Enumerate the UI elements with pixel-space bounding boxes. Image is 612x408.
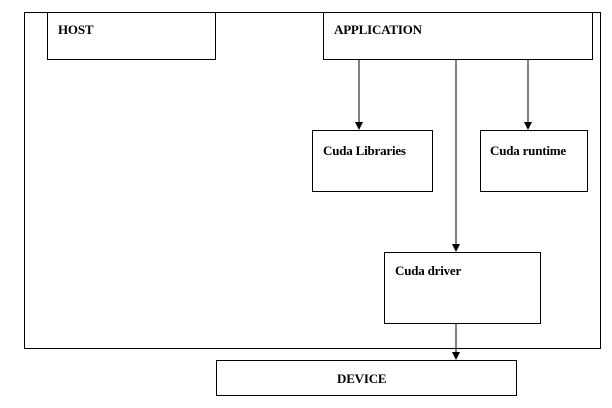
host-box: HOST bbox=[47, 12, 216, 60]
cuda-runtime-box: Cuda runtime bbox=[480, 130, 588, 192]
host-label: HOST bbox=[58, 22, 94, 37]
application-box: APPLICATION bbox=[323, 12, 593, 60]
cuda-libraries-label: Cuda Libraries bbox=[323, 143, 406, 158]
cuda-driver-box: Cuda driver bbox=[384, 252, 541, 324]
device-label: DEVICE bbox=[337, 371, 387, 386]
cuda-runtime-label: Cuda runtime bbox=[490, 143, 566, 158]
cuda-driver-label: Cuda driver bbox=[395, 263, 462, 278]
application-label: APPLICATION bbox=[334, 22, 422, 37]
cuda-libraries-box: Cuda Libraries bbox=[312, 130, 433, 192]
device-box: DEVICE bbox=[216, 360, 517, 396]
